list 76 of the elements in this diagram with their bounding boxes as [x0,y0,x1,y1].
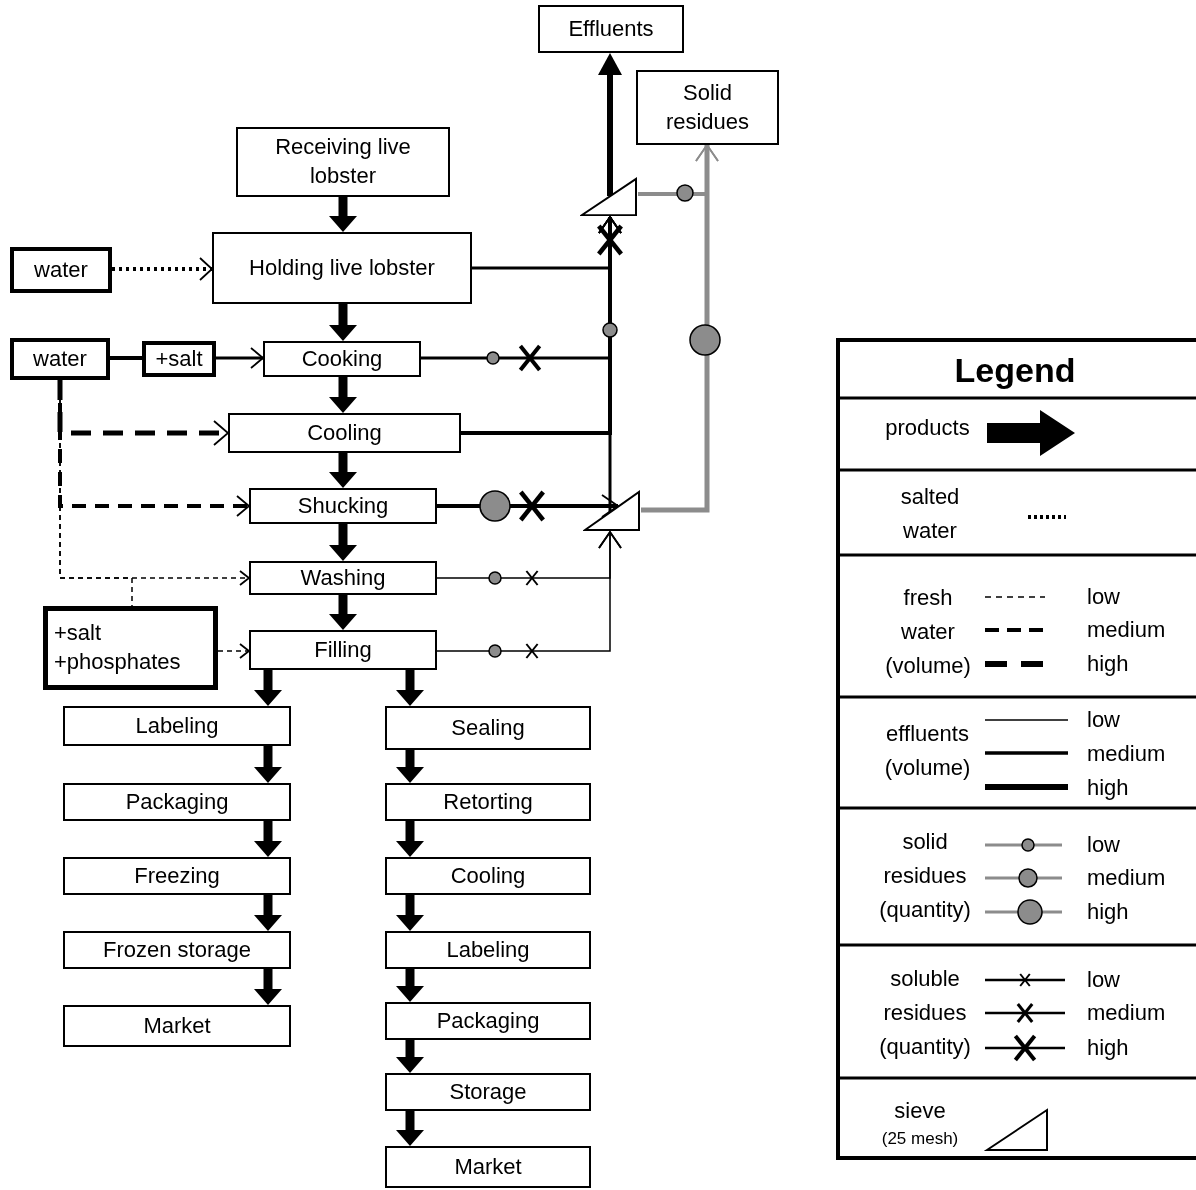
arrow [638,144,719,196]
arrow [396,750,424,783]
arrow [598,53,622,196]
arrow [112,257,213,281]
arrow [396,969,424,1002]
input-box: water [10,247,112,293]
process-box: Frozen storage [63,931,291,969]
legend-label: medium [1087,740,1166,768]
legend-label: low [1087,706,1120,734]
legend-label: low [1087,583,1120,611]
legend-label: low [1087,831,1120,859]
legend-label: products [884,414,971,442]
arrow [254,821,282,857]
arrow [254,746,282,783]
legend-label: high [1087,898,1129,926]
legend-label: fresh water (volume) [884,584,972,680]
process-box: Receiving live lobster [236,127,450,197]
process-box: Shucking [249,488,437,524]
sieve-symbol [583,490,641,532]
arrow [329,524,357,561]
input-box: +salt [142,341,216,377]
arrow [436,531,622,652]
legend-label: medium [1087,999,1166,1027]
legend-label: effluents (volume) [883,720,972,782]
arrow [254,670,282,706]
legend-label: solid residues (quantity) [878,828,972,924]
input-box: water [10,338,110,380]
process-box: Washing [249,561,437,595]
legend-label: high [1087,774,1129,802]
process-box: Labeling [385,931,591,969]
connector-line [110,356,142,360]
process-box: Retorting [385,783,591,821]
process-box: Sealing [385,706,591,750]
arrow [329,304,357,341]
process-box: Labeling [63,706,291,746]
process-box: Cooling [385,857,591,895]
arrow [396,1040,424,1073]
process-box: Packaging [63,783,291,821]
process-box: Packaging [385,1002,591,1040]
process-box: Storage [385,1073,591,1111]
legend-note: (25 mesh) [880,1128,960,1150]
arrow [216,347,264,369]
sieve-symbol [580,177,638,217]
legend-title: Legend [953,350,1077,391]
legend-label: sieve [893,1097,947,1125]
arrow [329,595,357,630]
arrow [598,216,622,512]
process-box: Holding live lobster [212,232,472,304]
input-box: +salt +phosphates [43,606,218,690]
arrow [329,453,357,488]
arrow [58,380,250,517]
arrow [329,377,357,413]
process-box: Market [63,1005,291,1047]
process-box: Effluents [538,5,684,53]
arrow [396,821,424,857]
arrow [254,969,282,1005]
process-box: Freezing [63,857,291,895]
process-box: Cooking [263,341,421,377]
legend-label: soluble residues (quantity) [878,965,972,1061]
arrow [254,895,282,931]
arrow [329,197,357,232]
arrow [217,643,250,659]
legend-label: salted water [899,483,961,545]
arrow [396,1111,424,1146]
process-box: Market [385,1146,591,1188]
legend-label: medium [1087,864,1166,892]
legend-label: medium [1087,616,1166,644]
arrow [396,670,424,706]
process-box: Cooling [228,413,461,453]
legend-label: high [1087,1034,1129,1062]
process-box: Solid residues [636,70,779,145]
legend-label: high [1087,650,1129,678]
legend-label: low [1087,966,1120,994]
process-box: Filling [249,630,437,670]
arrow [396,895,424,931]
arrow [57,380,229,446]
